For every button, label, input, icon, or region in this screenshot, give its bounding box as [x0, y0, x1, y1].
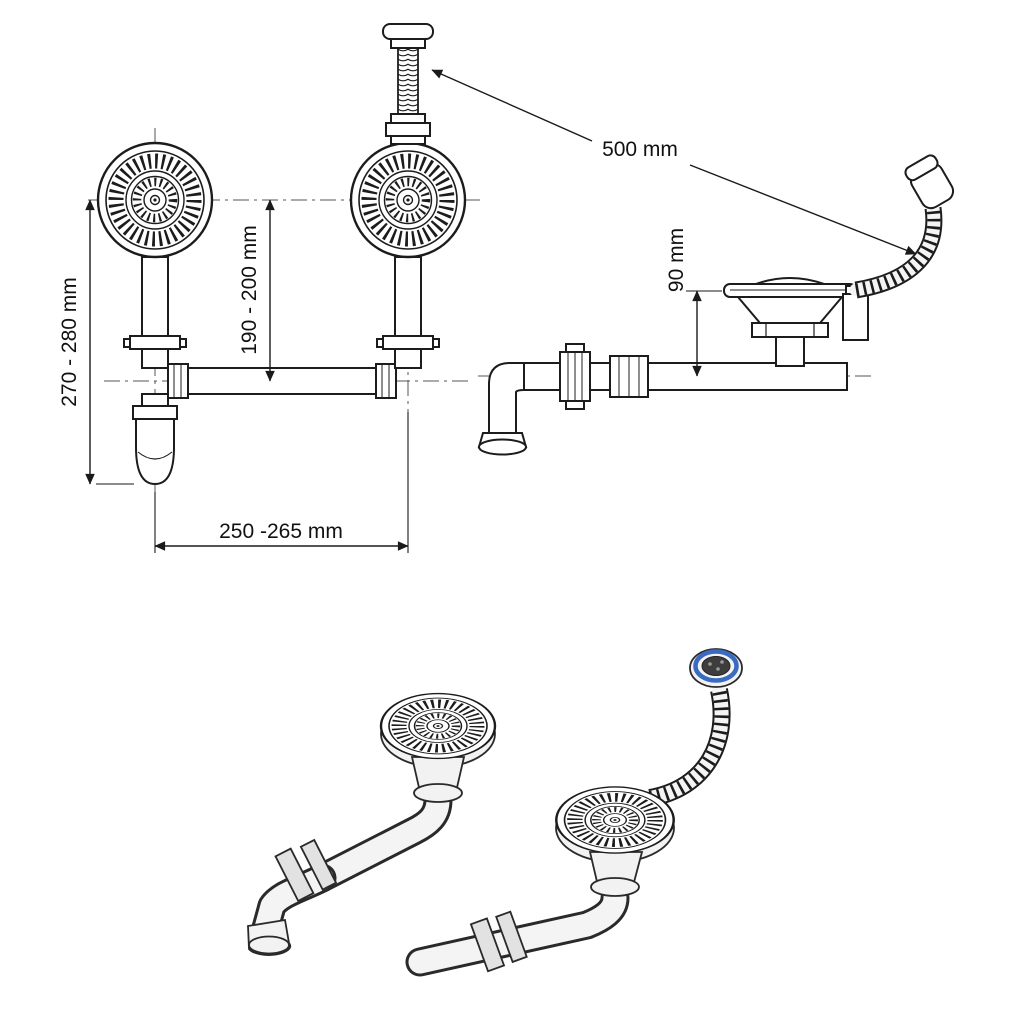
persp-overflow-hose: [640, 648, 743, 808]
side-elbow-outlet: [477, 362, 528, 456]
dimension-outlet-height: 90 mm: [665, 228, 722, 377]
perspective-view: [247, 648, 743, 977]
overflow-blue-ring: [693, 649, 739, 683]
side-overflow-hose: [842, 154, 955, 341]
dim-outlet-height-label: 90 mm: [665, 228, 688, 292]
left-strainer-face: [98, 143, 212, 257]
persp-left-pipe: [247, 785, 453, 956]
dim-strainer-pipe-label: 190 - 200 mm: [238, 225, 261, 355]
persp-overflow-head: [689, 648, 743, 688]
dimension-drain-spacing: 250 -265 mm: [154, 412, 409, 553]
side-union-nut: [609, 355, 649, 398]
side-clamp-coupling: [559, 343, 591, 410]
persp-right-pipe: [405, 883, 630, 977]
side-strainer-profile: [723, 277, 857, 367]
spray-head: [904, 154, 955, 210]
leader-hose-length: 500 mm: [431, 69, 917, 255]
standpipe-cap: [382, 23, 434, 40]
front-left-drain: [98, 143, 212, 486]
dim-trap-height-label: 270 - 280 mm: [58, 277, 81, 407]
front-right-drain: [351, 143, 465, 369]
side-view: 90 mm: [477, 154, 955, 456]
persp-right-strainer: [556, 787, 674, 897]
threaded-rod: [397, 47, 419, 115]
dimension-trap-height: 270 - 280 mm: [58, 199, 134, 485]
persp-clamp-2: [299, 838, 338, 891]
dim-drain-spacing-label: 250 -265 mm: [219, 520, 343, 543]
persp-clamp-4: [495, 910, 528, 964]
right-strainer-face: [351, 143, 465, 257]
front-view: 270 - 280 mm 190 - 200 mm 250 -265 mm: [58, 23, 480, 553]
persp-clamp-3: [469, 917, 506, 973]
overflow-standpipe: [382, 23, 434, 145]
bottle-trap-cup: [135, 418, 175, 486]
persp-clamp-1: [274, 847, 315, 903]
front-horizontal-pipe: [167, 363, 397, 399]
leader-hose-length-label: 500 mm: [602, 138, 678, 161]
persp-left-strainer: [381, 694, 495, 803]
dimension-strainer-to-pipe: 190 - 200 mm: [238, 199, 275, 382]
